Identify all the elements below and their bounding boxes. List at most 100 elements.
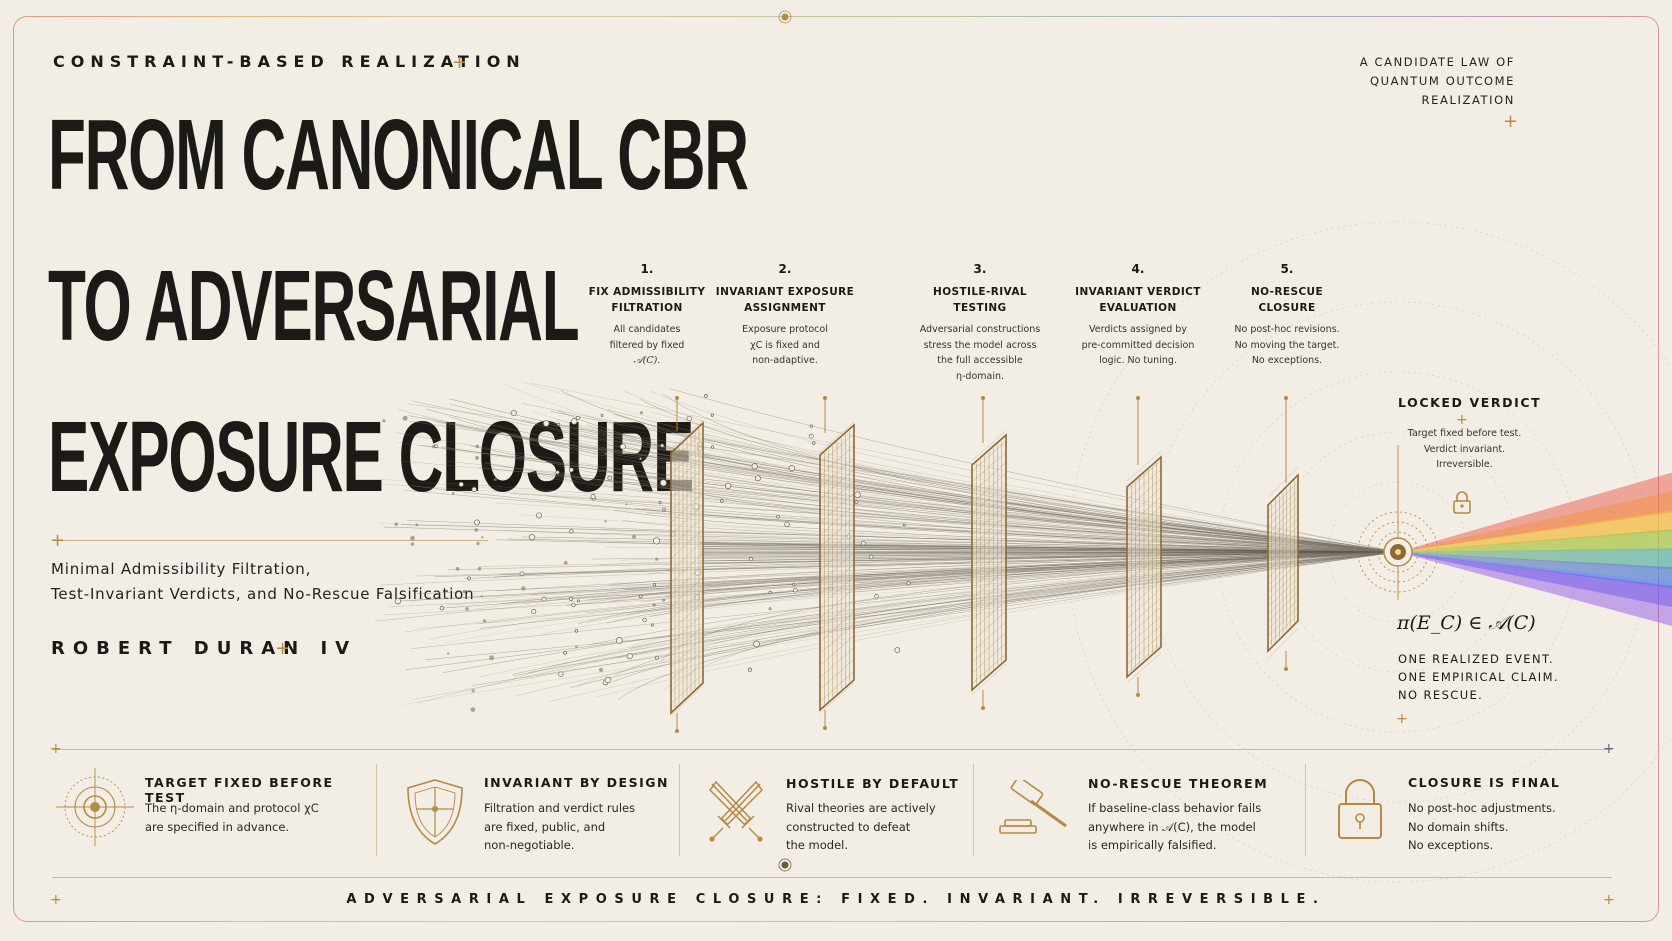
panel-grid-line	[1126, 542, 1162, 573]
candidate-dot	[575, 415, 580, 421]
stage-desc-line: All candidates	[613, 324, 681, 335]
shield-icon	[407, 779, 463, 845]
stage-desc-line: logic. No tuning.	[1099, 355, 1177, 366]
candidate-dot	[481, 536, 484, 539]
candidate-dot	[475, 455, 479, 460]
headline-line-3: EXPOSURE CLOSURE	[48, 401, 694, 513]
panel-grid-line	[971, 664, 1007, 695]
panel-grid-line	[1126, 551, 1162, 583]
candidate-dot	[809, 424, 813, 428]
candidate-dot	[604, 452, 607, 455]
panel-grid-line	[1267, 533, 1299, 564]
trajectory-line	[649, 390, 1399, 553]
panel-grid-line	[1126, 515, 1162, 546]
candidate-dot	[489, 655, 495, 661]
stage-title-line: FIX ADMISSIBILITY	[588, 286, 706, 298]
feature-desc-line: Filtration and verdict rules	[484, 801, 636, 815]
candidate-dot	[458, 481, 464, 487]
stage-desc-line: filtered by fixed	[609, 339, 685, 351]
feature-desc: Filtration and verdict rules are fixed, …	[484, 799, 635, 855]
trajectory-line	[397, 442, 1399, 553]
feature-divider	[376, 764, 377, 856]
stage-number: 4.	[1131, 262, 1145, 276]
panel-grid-line	[1126, 524, 1162, 555]
candidate-dot	[477, 566, 482, 571]
trajectory-line	[479, 467, 1399, 553]
panel-grid-line	[1267, 613, 1299, 645]
panel-grid-line	[971, 504, 1007, 536]
candidate-dot	[754, 475, 761, 482]
candidate-dot	[570, 418, 578, 425]
candidate-dot	[521, 586, 526, 591]
panel-grid-line	[670, 456, 704, 487]
candidate-dot	[686, 415, 692, 422]
panel-grid-line	[670, 419, 704, 451]
stage-desc-line: Adversarial constructions	[919, 324, 1041, 335]
panel-grid-line	[1126, 533, 1162, 564]
stage-number: 5.	[1280, 262, 1294, 276]
plus-mark-icon: +	[1456, 412, 1468, 428]
trajectory-line	[403, 551, 1399, 705]
candidate-dot	[642, 617, 647, 623]
closure-claims: ONE REALIZED EVENT. ONE EMPIRICAL CLAIM.…	[1398, 650, 1559, 704]
candidate-dot	[720, 499, 724, 503]
feature-desc-line: If baseline-class behavior fails	[1088, 801, 1262, 815]
candidate-dot	[574, 629, 579, 633]
trajectory-line	[503, 437, 1399, 553]
stage-desc-line: Verdicts assigned by	[1089, 324, 1187, 335]
candidate-dot	[710, 445, 715, 449]
panel-grid-line	[971, 611, 1007, 642]
panel-grid-line	[971, 494, 1007, 525]
feature-desc-line: are specified in advance.	[145, 819, 290, 834]
panel-grid-line	[670, 540, 704, 572]
claim-line: NO RESCUE.	[1398, 688, 1484, 702]
panel-grid-line	[1126, 597, 1162, 628]
panel-grid-line	[1267, 577, 1299, 608]
plus-mark-icon: +	[1603, 892, 1615, 908]
stage-number: 1.	[640, 262, 654, 276]
candidate-dot	[598, 667, 604, 673]
panel-grid-line	[1267, 496, 1299, 527]
trajectory-line	[650, 411, 1399, 553]
panel-grid-line	[1126, 588, 1162, 619]
trajectory-line	[471, 551, 1399, 686]
panel-grid-line	[971, 536, 1007, 568]
stage-leader-dot	[981, 396, 985, 400]
candidate-dot	[607, 475, 612, 481]
feature-closure: CLOSURE IS FINAL No post-hoc adjustments…	[1335, 764, 1615, 860]
trajectory-line	[512, 551, 1399, 675]
panel-grid-line	[1267, 555, 1299, 586]
panel-grid-line	[1267, 599, 1299, 630]
stage-desc-line: stress the model across	[923, 339, 1037, 351]
candidate-dot	[569, 597, 573, 601]
feature-desc-line: constructed to defeat	[786, 819, 911, 834]
candidate-dot	[394, 598, 402, 605]
panel-grid-line	[670, 613, 704, 644]
stage-title-line: HOSTILE-RIVAL	[933, 286, 1027, 298]
stage-title-line: TESTING	[953, 302, 1007, 314]
panel-grid-line	[1126, 496, 1162, 528]
trajectory-line	[649, 551, 1399, 617]
feature-desc-line: Rival theories are actively	[786, 801, 936, 815]
trajectory-line	[447, 551, 1399, 606]
stage-desc-line: No exceptions.	[1251, 355, 1323, 366]
locked-desc-line: Irreversible.	[1436, 459, 1493, 470]
stage-leader-dot	[823, 396, 827, 400]
stage-leader-dot	[1136, 396, 1140, 400]
claim-line: ONE EMPIRICAL CLAIM.	[1398, 670, 1559, 684]
candidate-dot	[776, 514, 780, 519]
trajectory-line	[429, 551, 1399, 640]
subtitle: Minimal Admissibility Filtration, Test-I…	[51, 557, 474, 607]
stage-title-line: EVALUATION	[1099, 302, 1177, 314]
feature-title: TARGET FIXED BEFORE TEST	[145, 775, 334, 805]
plus-mark-icon: +	[50, 530, 66, 551]
locked-desc-line: Target fixed before test.	[1407, 428, 1522, 439]
feature-no-rescue: NO-RESCUE THEOREM If baseline-class beha…	[998, 764, 1298, 860]
panel-grid-line	[1267, 628, 1299, 659]
trajectory-line	[656, 421, 1399, 553]
plus-mark-icon: +	[1603, 741, 1615, 757]
filtration-panel	[670, 396, 704, 733]
trajectory-line	[435, 551, 1399, 577]
stage-title-line: CLOSURE	[1258, 302, 1316, 314]
